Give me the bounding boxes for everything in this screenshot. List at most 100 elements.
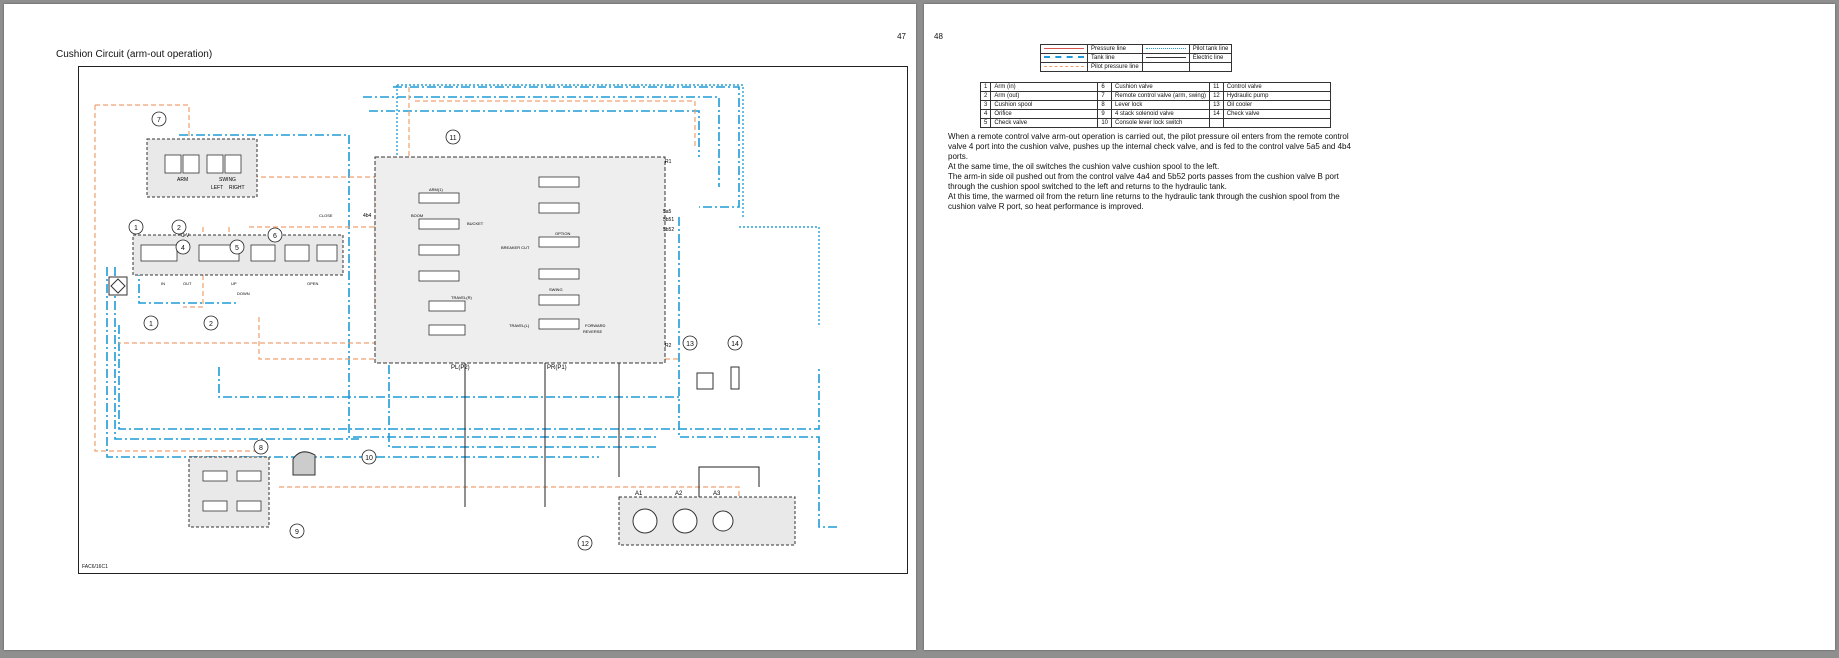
part-no: 2 bbox=[979, 91, 992, 101]
pressure-line-swatch bbox=[1044, 47, 1084, 49]
part-no: 4 bbox=[979, 109, 992, 119]
part-name: Lever lock bbox=[1111, 100, 1211, 110]
callout-12: 12 bbox=[581, 541, 589, 548]
check-valve-right bbox=[730, 366, 740, 390]
part-no: 9 bbox=[1097, 109, 1113, 119]
callout-13: 13 bbox=[686, 341, 694, 348]
part-name: Orifice bbox=[990, 109, 1099, 119]
right-label: RIGHT bbox=[229, 185, 245, 191]
pilot-pressure-line-swatch bbox=[1044, 65, 1084, 67]
oil-cooler bbox=[696, 372, 714, 390]
lever-lock-handle bbox=[292, 451, 316, 476]
pilot-tank-lines bbox=[396, 84, 820, 327]
in-label: IN bbox=[161, 281, 165, 286]
swing-label: SWING bbox=[219, 177, 236, 183]
reverse-label: REVERSE bbox=[583, 329, 602, 334]
part-no: 8 bbox=[1097, 100, 1113, 110]
callout-2b: 2 bbox=[209, 321, 213, 328]
arm-label: ARM bbox=[177, 177, 188, 183]
check-valve-left bbox=[108, 276, 128, 296]
callout-9: 9 bbox=[295, 529, 299, 536]
a1-label: A1 bbox=[635, 491, 643, 497]
r2-label: R2 bbox=[665, 343, 672, 349]
close-label: CLOSE bbox=[319, 213, 333, 218]
paragraph: When a remote control valve arm-out oper… bbox=[948, 132, 1351, 161]
open-label: OPEN bbox=[307, 281, 318, 286]
part-name: Oil cooler bbox=[1222, 100, 1331, 110]
callout-11: 11 bbox=[449, 135, 456, 142]
breaker-cut-label: BREAKER CUT bbox=[501, 245, 530, 250]
legend-pilot-tank-line: Pilot tank line bbox=[1188, 44, 1233, 54]
part-no: 13 bbox=[1209, 100, 1224, 110]
out-label: OUT bbox=[183, 281, 192, 286]
travel-r-label: TRAVEL(R) bbox=[451, 295, 472, 300]
callout-14: 14 bbox=[731, 341, 739, 348]
line-legend-table: Pressure line Pilot tank line Tank line … bbox=[1040, 44, 1233, 72]
callout-1: 1 bbox=[134, 225, 138, 232]
down-label: DOWN bbox=[237, 291, 250, 296]
port-5b52-label: 5b52 bbox=[663, 227, 674, 233]
callout-4: 4 bbox=[181, 245, 185, 252]
right-page: 48 Pressure line Pilot tank line Tank li… bbox=[924, 4, 1835, 650]
figure-code: FAC6/16C1 bbox=[82, 564, 108, 570]
electric-line-swatch bbox=[1145, 56, 1186, 58]
pl-p2-label: PL(P2) bbox=[451, 365, 470, 371]
legend-electric-line: Electric line bbox=[1188, 53, 1233, 63]
r1-label: R1 bbox=[665, 159, 672, 165]
legend-pressure-line: Pressure line bbox=[1087, 44, 1143, 54]
description-text: When a remote control valve arm-out oper… bbox=[948, 132, 1358, 212]
part-no: 10 bbox=[1097, 118, 1113, 128]
callout-8: 8 bbox=[259, 445, 263, 452]
port-5a5-label: 5a5 bbox=[663, 209, 672, 215]
forward-label: FORWARD bbox=[585, 323, 606, 328]
part-no bbox=[1209, 118, 1224, 128]
arm1-label: ARM(1) bbox=[429, 187, 443, 192]
part-name: Cushion spool bbox=[990, 100, 1099, 110]
part-name: Control valve bbox=[1222, 82, 1331, 92]
part-name: Cushion valve bbox=[1111, 82, 1211, 92]
part-no: 11 bbox=[1209, 82, 1224, 92]
tank-line-swatch bbox=[1044, 56, 1084, 59]
paragraph: At this time, the warmed oil from the re… bbox=[948, 192, 1340, 211]
hydraulic-circuit-diagram: ARM SWING LEFT RIGHT C V CLOSE OPEN UP D… bbox=[94, 84, 839, 551]
up-label: UP bbox=[231, 281, 237, 286]
solenoid-valve bbox=[188, 456, 270, 528]
part-name: Check valve bbox=[1222, 109, 1331, 119]
callout-2: 2 bbox=[177, 225, 181, 232]
part-name bbox=[1222, 118, 1331, 128]
option-label: OPTION bbox=[555, 231, 570, 236]
a2-label: A2 bbox=[675, 491, 683, 497]
part-name: Arm (out) bbox=[990, 91, 1099, 101]
port-5b51-label: 5b51 bbox=[663, 217, 674, 223]
part-no: 3 bbox=[979, 100, 992, 110]
cv-label: C V bbox=[181, 233, 190, 239]
left-label: LEFT bbox=[211, 185, 223, 191]
part-name: Hydraulic pump bbox=[1222, 91, 1331, 101]
port-4b4-label: 4b4 bbox=[363, 213, 372, 219]
part-no: 5 bbox=[979, 118, 992, 128]
pr-p1-label: PR(P1) bbox=[547, 365, 567, 371]
paragraph: The arm-in side oil pushed out from the … bbox=[948, 172, 1339, 191]
callout-10: 10 bbox=[365, 455, 373, 462]
part-name: Console lever lock switch bbox=[1111, 118, 1211, 128]
swing-valve-label: SWING bbox=[549, 287, 563, 292]
part-name: 4 stack solenoid valve bbox=[1111, 109, 1211, 119]
legend-pilot-pressure-line: Pilot pressure line bbox=[1087, 62, 1143, 72]
callout-1b: 1 bbox=[149, 321, 153, 328]
part-no: 6 bbox=[1097, 82, 1113, 92]
legend-tank-line: Tank line bbox=[1087, 53, 1143, 63]
travel-l-label: TRAVEL(L) bbox=[509, 323, 530, 328]
a3-label: A3 bbox=[713, 491, 721, 497]
diagram-title: Cushion Circuit (arm-out operation) bbox=[56, 49, 213, 60]
part-name: Arm (in) bbox=[990, 82, 1099, 92]
tank-lines bbox=[106, 86, 839, 528]
callout-6: 6 bbox=[273, 233, 277, 240]
callout-7: 7 bbox=[157, 117, 161, 124]
part-no: 7 bbox=[1097, 91, 1113, 101]
part-name: Check valve bbox=[990, 118, 1099, 128]
part-name: Remote control valve (arm, swing) bbox=[1111, 91, 1211, 101]
right-page-number: 48 bbox=[934, 32, 943, 41]
